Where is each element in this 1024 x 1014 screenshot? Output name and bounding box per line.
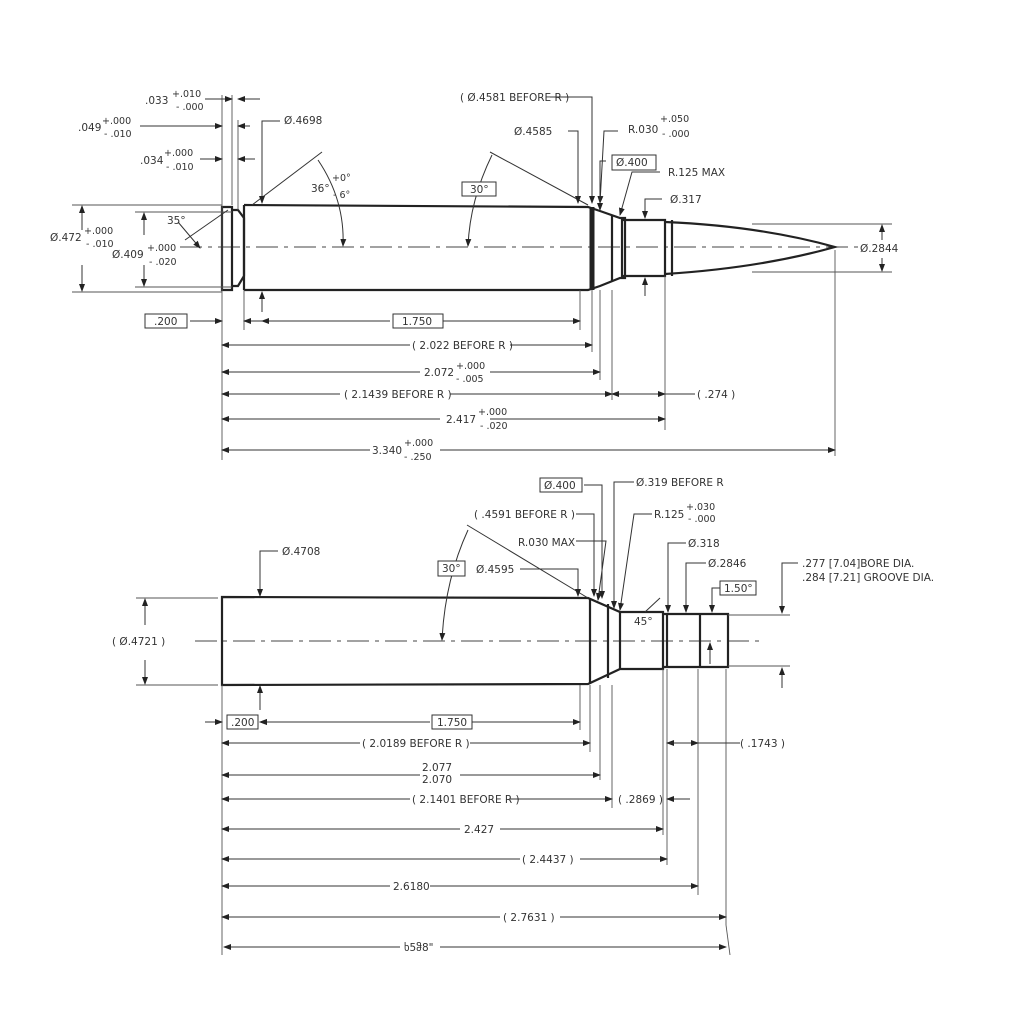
dim-len-3340: 3.340 [372, 445, 402, 457]
dim-len-2072: 2.072 [424, 367, 454, 379]
dim-shoulder-before-r: ( Ø.4581 BEFORE R ) [460, 92, 569, 104]
chamber-freebore [663, 612, 730, 669]
dim-chamber-junction-dia: Ø.400 [544, 480, 576, 492]
dim-chamber-shoulder-before-r: ( .4591 BEFORE R ) [474, 509, 575, 521]
dim-rim-thickness: .049 [78, 122, 101, 134]
svg-text:+.000: +.000 [147, 243, 176, 254]
dim-chamber-len-overall: ხ5ჵ8" [404, 942, 434, 954]
dim-chamber-shoulder-radius: R.030 MAX [518, 537, 575, 549]
svg-text:+.050: +.050 [660, 114, 689, 125]
dim-chamber-len-2070: 2.070 [422, 774, 452, 786]
svg-text:+.000: +.000 [164, 148, 193, 159]
dim-chamber-freebore-dia: Ø.2846 [708, 558, 747, 570]
chamber-dimension-labels: Ø.400 Ø.319 BEFORE R ( .4591 BEFORE R ) … [112, 477, 934, 954]
dim-groove-angle: 35° [167, 215, 186, 227]
cartridge-dimension-labels: .033 +.010 - .000 .049 +.000 - .010 .034… [50, 89, 899, 463]
cartridge-rim [220, 205, 234, 292]
dim-neck-dia: Ø.317 [670, 194, 702, 206]
dim-bullet-dia: Ø.2844 [860, 243, 899, 255]
svg-text:+.000: +.000 [102, 116, 131, 127]
cartridge-neck [622, 218, 667, 278]
svg-text:- .010: - .010 [104, 129, 132, 140]
dim-neck-radius: R.125 MAX [668, 167, 725, 179]
svg-text:- .000: - .000 [176, 102, 204, 113]
svg-text:- 6°: - 6° [333, 190, 350, 201]
svg-text:- .005: - .005 [456, 374, 484, 385]
dim-chamber-leade-angle: 1.50° [724, 583, 753, 595]
note-bore-dia: .277 [7.04]BORE DIA. [802, 558, 914, 570]
dim-chamber-neck-radius: R.125 [654, 509, 684, 521]
dim-len-200: .200 [154, 316, 177, 328]
note-groove-dia: .284 [7.21] GROOVE DIA. [802, 572, 934, 584]
dim-chamber-len-21401: ( 2.1401 BEFORE R ) [412, 794, 520, 806]
svg-text:+.000: +.000 [404, 438, 433, 449]
dim-chamber-shoulder-angle: 30° [442, 563, 461, 575]
dim-chamber-len-26180: 2.6180 [393, 881, 430, 893]
svg-text:+0°: +0° [332, 173, 351, 184]
svg-text:- .000: - .000 [662, 129, 690, 140]
dim-chamber-len-27631: ( 2.7631 ) [503, 912, 555, 924]
dim-chamber-len-2869: ( .2869 ) [618, 794, 663, 806]
svg-text:+.010: +.010 [172, 89, 201, 100]
svg-text:- .000: - .000 [688, 514, 716, 525]
dim-len-2417: 2.417 [446, 414, 476, 426]
cartridge-body [243, 203, 627, 292]
dim-chamber-shoulder-dia: Ø.4595 [476, 564, 514, 576]
dim-chamber-throat-angle: 45° [634, 616, 653, 628]
svg-text:- .010: - .010 [166, 162, 194, 173]
svg-text:- .020: - .020 [480, 421, 508, 432]
svg-text:+.000: +.000 [478, 407, 507, 418]
dim-chamber-body-dia: Ø.4708 [282, 546, 320, 558]
dim-groove-width: .034 [140, 155, 164, 167]
svg-text:+.030: +.030 [686, 502, 715, 513]
dim-chamber-base-dia: ( Ø.4721 ) [112, 636, 165, 648]
dim-len-274: ( .274 ) [697, 389, 735, 401]
dim-len-1750: 1.750 [402, 316, 432, 328]
svg-text:- .250: - .250 [404, 452, 432, 463]
dim-chamber-neck-before-r: Ø.319 BEFORE R [636, 477, 724, 489]
dim-len-2022: ( 2.022 BEFORE R ) [412, 340, 513, 352]
dim-chamber-len-2427: 2.427 [464, 824, 494, 836]
dim-chamber-len-2077: 2.077 [422, 762, 452, 774]
dim-chamber-len-20189: ( 2.0189 BEFORE R ) [362, 738, 470, 750]
dim-groove-dia: Ø.409 [112, 249, 144, 261]
chamber-view [136, 477, 798, 956]
dim-chamber-len-200: .200 [231, 717, 254, 729]
dim-chamber-len-1743: ( .1743 ) [740, 738, 785, 750]
svg-text:+.000: +.000 [84, 226, 113, 237]
dim-shoulder-dia: Ø.4585 [514, 126, 552, 138]
svg-text:- .020: - .020 [149, 257, 177, 268]
bullet-ogive [664, 220, 840, 276]
dim-base-dia: Ø.4698 [284, 115, 322, 127]
cartridge-view [72, 95, 892, 460]
svg-text:- .010: - .010 [86, 239, 114, 250]
dim-rim-dia: Ø.472 [50, 232, 82, 244]
dim-chamber-throat-dia: Ø.318 [688, 538, 720, 550]
cartridge-extractor-groove [232, 208, 246, 288]
dim-shoulder-radius: R.030 [628, 124, 658, 136]
dim-len-21439: ( 2.1439 BEFORE R ) [344, 389, 452, 401]
svg-text:+.000: +.000 [456, 361, 485, 372]
dim-neck-junction-dia: Ø.400 [616, 157, 648, 169]
dim-shoulder-angle: 30° [470, 184, 489, 196]
dim-rim-groove: .033 [145, 95, 168, 107]
dim-chamber-len-24437: ( 2.4437 ) [522, 854, 574, 866]
dim-rim-bevel-angle: 36° [311, 183, 330, 195]
dim-chamber-len-1750: 1.750 [437, 717, 467, 729]
